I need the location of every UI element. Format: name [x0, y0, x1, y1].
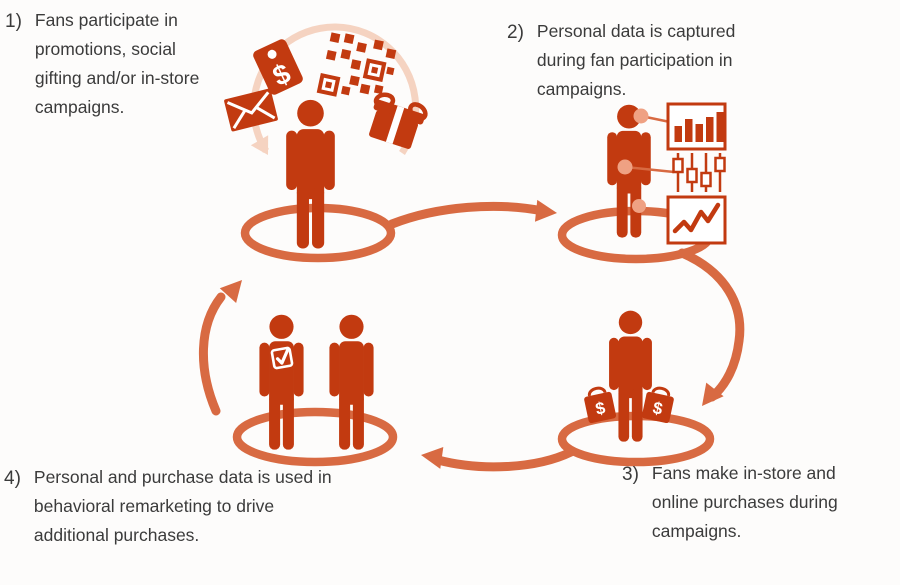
data-callouts — [617, 108, 675, 218]
sliders-icon — [672, 153, 726, 192]
checkbox-icon — [270, 346, 294, 370]
text-line: Fans participate in — [34, 10, 178, 30]
text-line: campaigns. — [536, 79, 627, 99]
envelope-icon — [224, 88, 278, 132]
fan-figure-step1 — [286, 99, 335, 249]
text-line: campaigns. — [651, 521, 742, 541]
step-3-label: 3) Fans make in-store and online purchas… — [622, 459, 838, 546]
step-4-label: 4) Personal and purchase data is used in… — [4, 463, 332, 550]
text-line: promotions, social — [34, 39, 176, 59]
text-line: campaigns. — [34, 97, 125, 117]
step-4-number: 4) — [4, 468, 21, 489]
text-line: during fan participation in — [536, 50, 733, 70]
text-line: online purchases during — [651, 492, 838, 512]
text-line: additional purchases. — [33, 525, 200, 545]
flow-arrow-step4-to-step1 — [199, 280, 242, 416]
step-1-text: Fans participate in promotions, social g… — [35, 6, 199, 122]
flow-arrow-step2-to-step3 — [677, 248, 745, 406]
step-4-text: Personal and purchase data is used in be… — [34, 463, 332, 550]
bar-chart-icon — [666, 102, 727, 151]
text-line: Fans make in-store and — [651, 463, 836, 483]
svg-text:$: $ — [594, 398, 608, 419]
step-1-label: 1) Fans participate in promotions, socia… — [5, 6, 199, 122]
gift-icon — [369, 92, 428, 149]
line-chart-icon — [666, 195, 727, 245]
shopping-bag-right-icon: $ — [641, 386, 674, 424]
text-line: behavioral remarketing to drive — [33, 496, 275, 516]
step-3-text: Fans make in-store and online purchases … — [652, 459, 838, 546]
text-line: Personal and purchase data is used in — [33, 467, 332, 487]
flow-arrow-step1-to-step2 — [387, 199, 557, 229]
fan-figure-step3 — [609, 310, 652, 442]
step-1-number: 1) — [5, 11, 22, 32]
step-2-label: 2) Personal data is captured during fan … — [507, 17, 735, 104]
shopping-bag-left-icon: $ — [584, 386, 617, 424]
text-line: Personal data is captured — [536, 21, 736, 41]
flow-arrow-step3-to-step4 — [421, 447, 576, 472]
step-2-text: Personal data is captured during fan par… — [537, 17, 735, 104]
svg-text:$: $ — [651, 398, 665, 419]
price-tag-icon: $ — [253, 39, 303, 95]
fan-figure-step4-left — [259, 314, 304, 450]
text-line: gifting and/or in-store — [34, 68, 200, 88]
fan-figure-step4-right — [329, 314, 374, 450]
step-3-number: 3) — [622, 464, 639, 485]
step-2-number: 2) — [507, 22, 524, 43]
qr-code-icon — [316, 32, 397, 97]
platform-ellipse-step4 — [232, 407, 398, 467]
